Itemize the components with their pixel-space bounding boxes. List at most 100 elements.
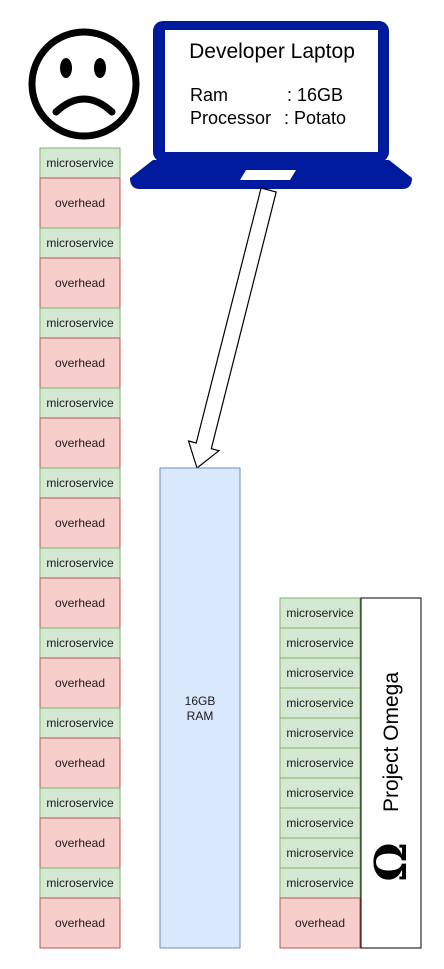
left-stack-microservice-label: microservice bbox=[46, 316, 114, 330]
left-stack-microservice-block: microservice bbox=[39, 467, 121, 499]
left-stack-overhead-block: overhead bbox=[39, 177, 121, 229]
spec-processor-value: : Potato bbox=[284, 108, 346, 128]
left-stack-overhead-block: overhead bbox=[39, 257, 121, 309]
left-stack-microservice-rect bbox=[39, 867, 121, 899]
right-stack-microservice-block: microservice bbox=[279, 627, 361, 659]
right-stack-microservice-label: microservice bbox=[286, 846, 354, 860]
left-stack-overhead-block: overhead bbox=[39, 817, 121, 869]
sad-face-icon bbox=[28, 28, 140, 140]
right-stack: microservice microservice microservice micr… bbox=[279, 597, 361, 949]
left-stack-microservice-block: microservice bbox=[39, 227, 121, 259]
right-stack-microservice-rect bbox=[279, 777, 361, 809]
left-stack-overhead-block: overhead bbox=[39, 897, 121, 949]
right-stack-microservice-block: microservice bbox=[279, 657, 361, 689]
left-stack-overhead-label: overhead bbox=[55, 676, 105, 690]
left-stack-microservice-label: microservice bbox=[46, 716, 114, 730]
right-stack-microservice-label: microservice bbox=[286, 606, 354, 620]
right-stack-microservice-block: microservice bbox=[279, 687, 361, 719]
right-stack-microservice-label: microservice bbox=[286, 726, 354, 740]
omega-logo-icon: Ω bbox=[366, 842, 417, 881]
left-stack-overhead-label: overhead bbox=[55, 196, 105, 210]
left-stack-microservice-label: microservice bbox=[46, 556, 114, 570]
right-stack-microservice-label: microservice bbox=[286, 756, 354, 770]
left-stack-microservice-block: microservice bbox=[39, 627, 121, 659]
laptop-title: Developer Laptop bbox=[189, 40, 355, 63]
project-omega-label: Project Omega bbox=[380, 672, 403, 812]
left-stack-overhead-rect bbox=[39, 577, 121, 629]
left-stack-microservice-label: microservice bbox=[46, 796, 114, 810]
ram-label-line1: 16GB bbox=[185, 694, 216, 708]
left-stack-overhead-label: overhead bbox=[55, 356, 105, 370]
left-stack-microservice-rect bbox=[39, 147, 121, 179]
right-stack-microservice-block: microservice bbox=[279, 747, 361, 779]
right-stack-overhead-label: overhead bbox=[295, 916, 345, 930]
left-stack-overhead-label: overhead bbox=[55, 516, 105, 530]
left-stack-overhead-block: overhead bbox=[39, 497, 121, 549]
left-stack-microservice-label: microservice bbox=[46, 236, 114, 250]
left-stack-overhead-rect bbox=[39, 897, 121, 949]
left-stack-microservice-label: microservice bbox=[46, 156, 114, 170]
right-stack-microservice-block: microservice bbox=[279, 867, 361, 899]
right-stack-microservice-label: microservice bbox=[286, 876, 354, 890]
left-stack-microservice-block: microservice bbox=[39, 387, 121, 419]
left-stack-overhead-block: overhead bbox=[39, 417, 121, 469]
ram-block bbox=[159, 467, 241, 949]
right-stack-microservice-block: microservice bbox=[279, 807, 361, 839]
left-stack-overhead-label: overhead bbox=[55, 436, 105, 450]
left-stack-overhead-rect bbox=[39, 257, 121, 309]
arrow-icon bbox=[187, 187, 277, 470]
left-stack-overhead-block: overhead bbox=[39, 657, 121, 709]
right-stack-microservice-rect bbox=[279, 657, 361, 689]
left-stack-overhead-label: overhead bbox=[55, 836, 105, 850]
right-stack-microservice-rect bbox=[279, 837, 361, 869]
left-stack-microservice-rect bbox=[39, 547, 121, 579]
left-stack-microservice-block: microservice bbox=[39, 547, 121, 579]
left-stack-microservice-rect bbox=[39, 227, 121, 259]
ram-label-line2: RAM bbox=[187, 709, 214, 723]
project-omega-panel bbox=[360, 597, 422, 949]
right-stack-microservice-block: microservice bbox=[279, 597, 361, 629]
left-stack: microservice overhead microservice overhead… bbox=[39, 147, 121, 949]
left-stack-overhead-label: overhead bbox=[55, 596, 105, 610]
left-stack-overhead-block: overhead bbox=[39, 737, 121, 789]
left-stack-overhead-label: overhead bbox=[55, 916, 105, 930]
left-stack-microservice-label: microservice bbox=[46, 476, 114, 490]
left-stack-microservice-block: microservice bbox=[39, 707, 121, 739]
right-stack-microservice-label: microservice bbox=[286, 786, 354, 800]
left-stack-overhead-rect bbox=[39, 417, 121, 469]
right-stack-microservice-rect bbox=[279, 597, 361, 629]
left-stack-overhead-rect bbox=[39, 657, 121, 709]
right-stack-microservice-label: microservice bbox=[286, 636, 354, 650]
left-stack-overhead-label: overhead bbox=[55, 276, 105, 290]
right-stack-microservice-block: microservice bbox=[279, 837, 361, 869]
spec-processor-label: Processor bbox=[190, 108, 271, 128]
right-stack-overhead-rect bbox=[279, 897, 361, 949]
spec-ram-value: : 16GB bbox=[287, 85, 343, 105]
left-stack-microservice-rect bbox=[39, 307, 121, 339]
left-stack-overhead-rect bbox=[39, 737, 121, 789]
right-stack-microservice-rect bbox=[279, 747, 361, 779]
left-stack-overhead-rect bbox=[39, 337, 121, 389]
left-stack-microservice-label: microservice bbox=[46, 876, 114, 890]
left-stack-overhead-rect bbox=[39, 497, 121, 549]
left-stack-microservice-rect bbox=[39, 707, 121, 739]
left-stack-overhead-label: overhead bbox=[55, 756, 105, 770]
right-stack-microservice-rect bbox=[279, 717, 361, 749]
laptop-icon bbox=[130, 21, 412, 189]
right-stack-microservice-label: microservice bbox=[286, 666, 354, 680]
left-stack-overhead-block: overhead bbox=[39, 577, 121, 629]
left-stack-microservice-label: microservice bbox=[46, 396, 114, 410]
right-stack-microservice-label: microservice bbox=[286, 696, 354, 710]
right-stack-microservice-label: microservice bbox=[286, 816, 354, 830]
left-stack-overhead-block: overhead bbox=[39, 337, 121, 389]
left-stack-microservice-block: microservice bbox=[39, 147, 121, 179]
spec-ram-label: Ram bbox=[190, 85, 228, 105]
left-stack-microservice-block: microservice bbox=[39, 867, 121, 899]
left-stack-microservice-label: microservice bbox=[46, 636, 114, 650]
right-stack-microservice-block: microservice bbox=[279, 717, 361, 749]
right-stack-microservice-block: microservice bbox=[279, 777, 361, 809]
left-stack-microservice-rect bbox=[39, 387, 121, 419]
left-stack-microservice-rect bbox=[39, 787, 121, 819]
left-stack-microservice-block: microservice bbox=[39, 787, 121, 819]
